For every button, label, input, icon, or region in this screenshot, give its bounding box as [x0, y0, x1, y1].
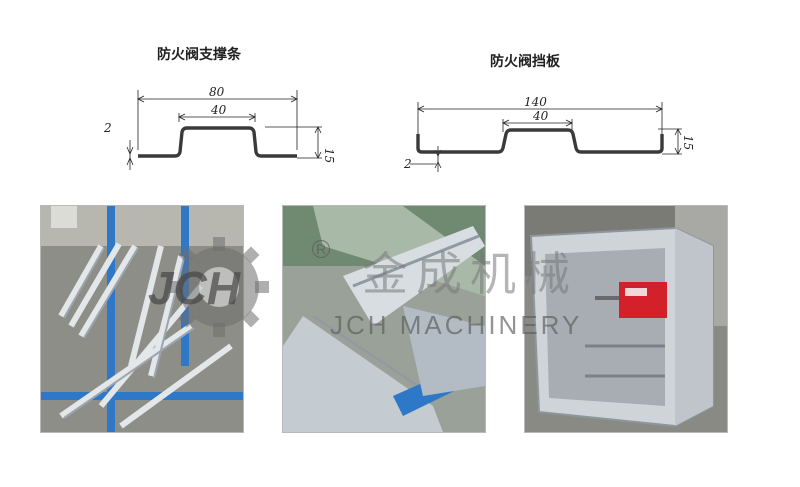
right-dim-overall: 140	[524, 95, 547, 109]
photo-fire-damper	[524, 205, 728, 433]
left-dim-height: 15	[322, 148, 336, 163]
left-dim-inner: 40	[210, 103, 227, 117]
left-drawing-title: 防火阀支撑条	[157, 47, 241, 63]
photo-stacked-profiles	[40, 205, 244, 433]
left-dim-overall: 80	[209, 85, 225, 99]
right-dim-height: 15	[681, 135, 695, 150]
right-dim-thickness: 2	[403, 157, 412, 171]
left-profile-drawing: 80 40 15 2	[103, 85, 336, 170]
right-drawing-title: 防火阀挡板	[490, 54, 560, 70]
right-profile-drawing: 140 40 15 2	[403, 95, 695, 172]
photo-formed-strips	[282, 205, 486, 433]
right-dim-inner: 40	[532, 109, 549, 123]
left-dim-thickness: 2	[103, 121, 112, 135]
